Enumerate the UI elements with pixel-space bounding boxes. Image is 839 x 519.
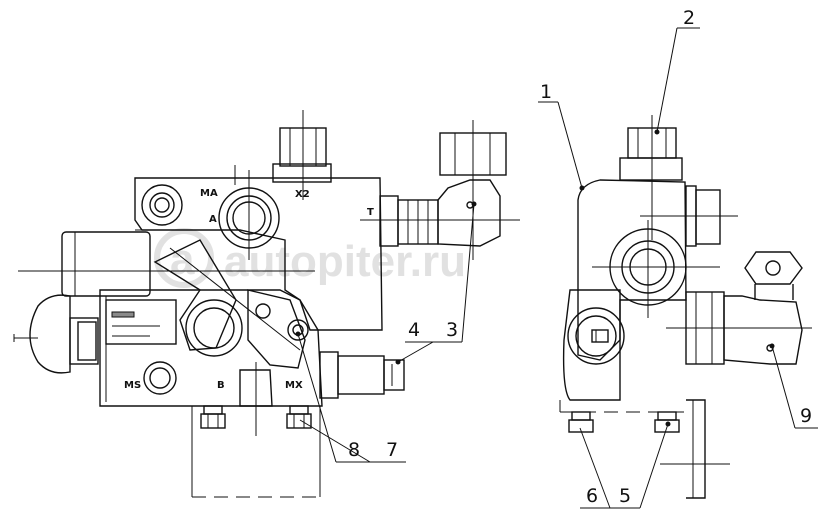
callout-1: 1 <box>540 81 552 103</box>
port-label-mx: MX <box>285 380 303 391</box>
callout-4: 4 <box>408 319 420 341</box>
port-label-ma: MA <box>200 188 218 199</box>
callout-8: 8 <box>348 439 360 461</box>
port-label-x2: X2 <box>295 189 310 200</box>
port-label-b: B <box>217 380 225 391</box>
left-view: MA A X2 T MS B MX <box>13 110 520 498</box>
callout-2: 2 <box>683 7 695 29</box>
callout-7: 7 <box>386 439 398 461</box>
port-label-a: A <box>209 214 217 225</box>
callout-6: 6 <box>586 485 598 507</box>
port-label-ms: MS <box>124 380 141 391</box>
callout-numbers: 1 2 3 4 5 6 7 8 9 <box>348 7 812 507</box>
watermark: a autopiter.ru <box>154 228 466 288</box>
callout-3: 3 <box>446 319 458 341</box>
right-view <box>559 115 812 499</box>
svg-text:a: a <box>170 235 195 284</box>
leader-lines <box>295 27 818 509</box>
callout-5: 5 <box>619 485 631 507</box>
watermark-text: autopiter.ru <box>224 237 466 286</box>
callout-9: 9 <box>800 405 812 427</box>
port-label-t: T <box>367 207 374 218</box>
